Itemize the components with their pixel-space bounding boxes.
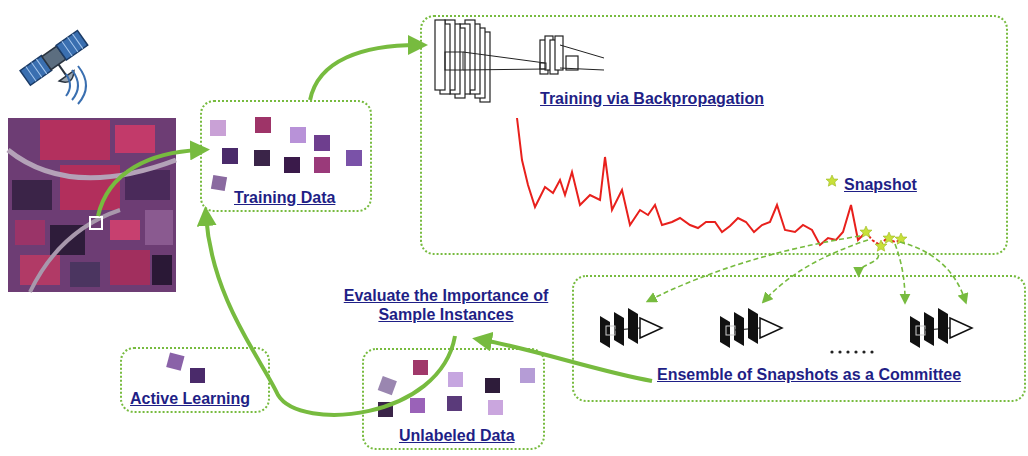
loss-curve bbox=[517, 118, 866, 245]
flow-connector bbox=[859, 255, 879, 273]
step-label: Evaluate the Importance of Sample Instan… bbox=[336, 286, 556, 324]
flow-connector bbox=[310, 45, 418, 100]
flow-arrows bbox=[98, 150, 652, 415]
committee-networks bbox=[600, 308, 972, 354]
data-group: Active Learning bbox=[120, 347, 270, 413]
marker-label: Snapshot bbox=[844, 175, 917, 194]
group-title: Active Learning bbox=[130, 389, 250, 408]
training-patches bbox=[210, 117, 362, 191]
snapshot-arrows bbox=[650, 236, 965, 300]
group-title: Unlabeled Data bbox=[399, 426, 515, 445]
satellite-image bbox=[8, 118, 176, 292]
training-panel: Training via BackpropagationSnapshot bbox=[420, 15, 1008, 255]
ensemble-panel: Ensemble of Snapshots as a Committee bbox=[572, 275, 1026, 402]
unlabeled-patches bbox=[378, 360, 535, 417]
active-patches bbox=[166, 352, 205, 383]
data-group: Unlabeled Data bbox=[362, 348, 545, 450]
cnn-network bbox=[435, 20, 604, 102]
data-group: Training Data bbox=[200, 100, 372, 212]
panel-title: Ensemble of Snapshots as a Committee bbox=[657, 365, 961, 384]
group-title: Training Data bbox=[234, 188, 335, 207]
signal-waves bbox=[66, 66, 86, 104]
panel-title: Training via Backpropagation bbox=[540, 89, 764, 108]
satellite-icon bbox=[20, 30, 99, 100]
